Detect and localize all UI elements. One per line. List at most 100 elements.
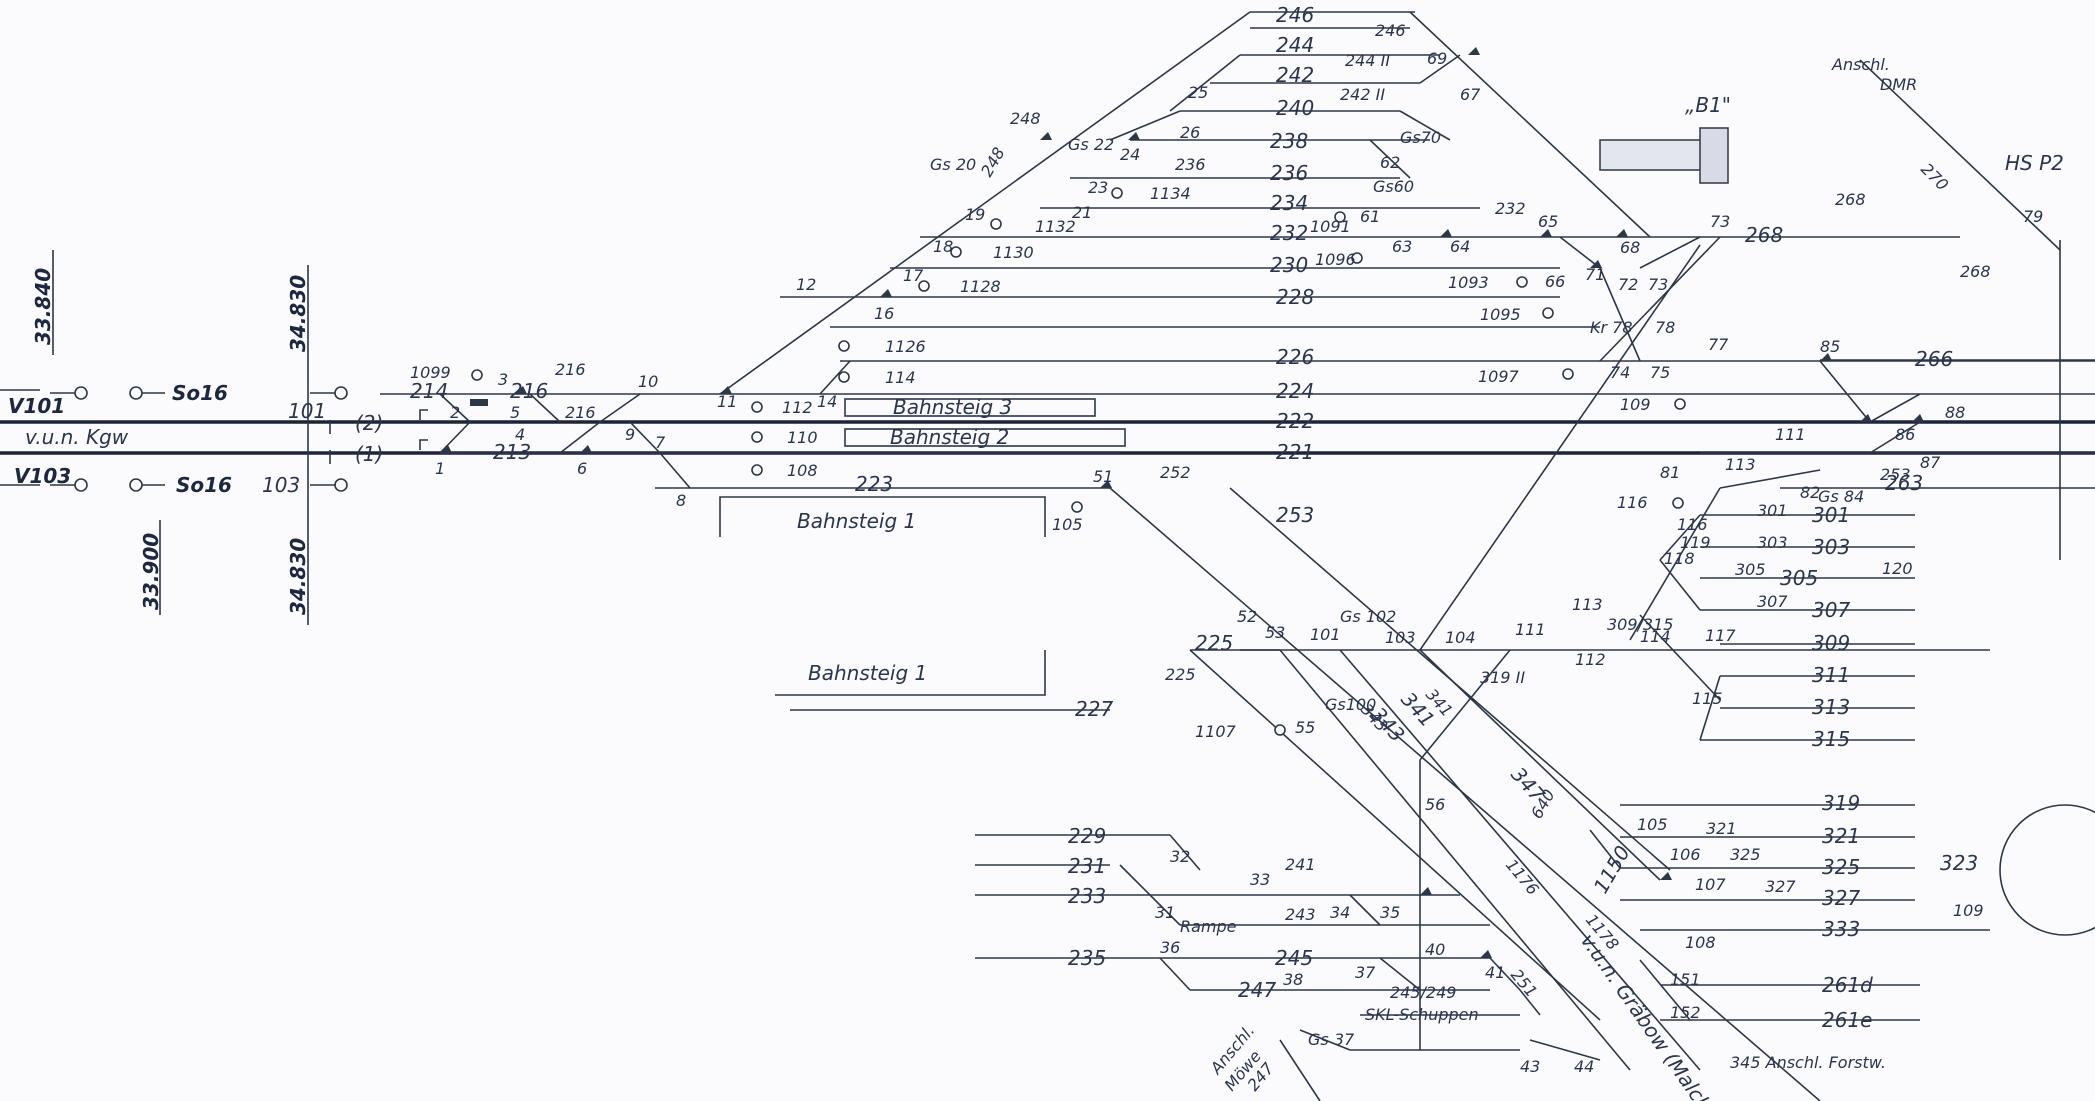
switch-41: 41	[1485, 963, 1505, 982]
signal-gs102: Gs 102	[1340, 607, 1396, 626]
switch-117: 117	[1705, 626, 1736, 645]
switch-74: 74	[1610, 363, 1630, 382]
switch-113: 113	[1572, 595, 1603, 614]
dwarf-signal-1091: 1091	[1310, 217, 1351, 236]
track-261e: 261e	[1822, 1008, 1872, 1032]
dwarf-signal-1130: 1130	[993, 243, 1034, 262]
track-245: 245	[1275, 946, 1313, 970]
switch-24: 24	[1120, 145, 1140, 164]
switch-105: 105	[1637, 815, 1668, 834]
switch-23: 23	[1088, 178, 1108, 197]
dwarf-signal-327: 327	[1765, 877, 1796, 896]
km-posts: 33.840 33.900 34.830 34.830	[31, 250, 310, 625]
signal-v103: V103	[14, 464, 71, 488]
dwarf-signal-307: 307	[1757, 592, 1788, 611]
track-223: 223	[855, 472, 893, 496]
platforms: Bahnsteig 3 Bahnsteig 2 Bahnsteig 1 Bahn…	[719, 395, 1126, 696]
switch-51: 51	[1093, 467, 1113, 486]
dwarf-signal-252: 252	[1160, 463, 1191, 482]
area-labels: Anschl. DMR HS P2 v.u.n. Gräbow (Malchin…	[1180, 55, 2064, 1101]
building-b1-label: „B1"	[1685, 93, 1731, 117]
switch-118: 118	[1664, 549, 1695, 568]
hs-label: HS P2	[2005, 151, 2064, 175]
building-b1: „B1"	[1599, 93, 1731, 184]
dwarf-signal-109: 109	[1620, 395, 1651, 414]
track-247: 247	[1238, 978, 1276, 1002]
entry-signals: V101 V103 So16 So16 101 103 1099 v.u.n. …	[8, 363, 488, 497]
km-label-33900: 33.900	[139, 533, 163, 610]
dwarf-signal-270: 270	[1917, 159, 1952, 194]
switch-12: 12	[796, 275, 816, 294]
track-303: 303	[1812, 535, 1850, 559]
track-230: 230	[1270, 253, 1308, 277]
dwarf-signal-1096: 1096	[1315, 250, 1356, 269]
platform-3-label: Bahnsteig 3	[893, 395, 1012, 419]
switch-86: 86	[1895, 425, 1915, 444]
switch-11: 11	[717, 392, 737, 411]
signal-gs100: Gs100	[1325, 695, 1376, 714]
switch-67: 67	[1460, 85, 1481, 104]
switch-109: 109	[1953, 901, 1984, 920]
line-zehdenick-label: v.u.n. Gräbow (Malchin)	[1576, 929, 1732, 1101]
track-242: 242	[1276, 63, 1314, 87]
dwarf-signal-1128: 1128	[960, 277, 1001, 296]
signal-v101: V101	[8, 394, 65, 418]
switch-77: 77	[1708, 335, 1729, 354]
track-233: 233	[1068, 884, 1106, 908]
switch-106: 106	[1670, 845, 1701, 864]
signal-gs84: Gs 84	[1818, 487, 1864, 506]
switch-2: 2	[450, 403, 460, 422]
switch-101: 101	[1310, 625, 1341, 644]
signal-gs60: Gs60	[1373, 177, 1414, 196]
track-327: 327	[1822, 886, 1860, 910]
track-213: 213	[493, 440, 531, 464]
track-226: 226	[1276, 345, 1314, 369]
dwarf-signal-244: 244 II	[1345, 51, 1390, 70]
platform-2	[844, 428, 1126, 447]
track-319: 319	[1822, 791, 1860, 815]
rampe-label: Rampe	[1180, 917, 1237, 936]
signal-gs70: Gs70	[1400, 128, 1441, 147]
switch-18: 18	[933, 237, 953, 256]
switch-71: 71	[1585, 265, 1605, 284]
switch-113b: 113	[1725, 455, 1756, 474]
switch-21: 21	[1072, 203, 1092, 222]
track-221: 221	[1276, 440, 1314, 464]
switch-108: 108	[1685, 933, 1716, 952]
track-222: 222	[1276, 409, 1314, 433]
switch-35: 35	[1380, 903, 1400, 922]
track-238: 238	[1270, 129, 1308, 153]
signal-103: 103	[262, 473, 300, 497]
dwarf-signal-116: 116	[1617, 493, 1648, 512]
track-236: 236	[1270, 161, 1308, 185]
switch-3: 3	[498, 370, 508, 389]
switch-111: 111	[1515, 620, 1546, 639]
turntable	[1999, 804, 2095, 936]
anschl-forstw-label: 345 Anschl. Forstw.	[1730, 1053, 1886, 1072]
signal-gs22: Gs 22	[1068, 135, 1114, 154]
km-label-34830-bottom: 34.830	[286, 538, 310, 615]
switch-1: 1	[435, 459, 445, 478]
switch-151: 151	[1670, 970, 1701, 989]
km-label-33840: 33.840	[31, 268, 55, 345]
dwarf-signal-1150: 1150	[1589, 841, 1635, 897]
dwarf-signal-248b: 248	[977, 144, 1009, 180]
switch-82: 82	[1800, 483, 1820, 502]
skl-schuppen-label: SKL-Schuppen	[1365, 1005, 1479, 1024]
dwarf-signal-110: 110	[787, 428, 818, 447]
switch-8: 8	[676, 491, 686, 510]
track-231: 231	[1068, 854, 1106, 878]
track-325: 325	[1822, 855, 1860, 879]
switch-26: 26	[1180, 123, 1200, 142]
switch-64: 64	[1450, 237, 1470, 256]
dwarf-signal-301: 301	[1757, 501, 1788, 520]
switch-104: 104	[1445, 628, 1476, 647]
switch-55: 55	[1295, 718, 1315, 737]
platform-2-label: Bahnsteig 2	[890, 425, 1009, 449]
dwarf-signal-225: 225	[1165, 665, 1196, 684]
switch-52: 52	[1237, 607, 1257, 626]
switch-14: 14	[817, 392, 837, 411]
track-235: 235	[1068, 946, 1106, 970]
track-253: 253	[1276, 503, 1314, 527]
track-244: 244	[1276, 33, 1314, 57]
